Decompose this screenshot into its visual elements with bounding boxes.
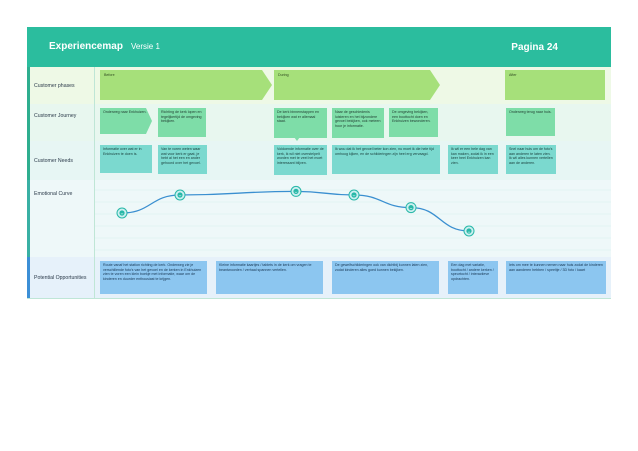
emotion-point-sad-icon [463,225,475,237]
need-card: Ik wou dat ik het gevoel beter kon zien,… [332,145,440,174]
map-title: Experiencemap [49,41,123,52]
phase-after: After [505,70,605,100]
page-number: Pagina 24 [511,42,558,53]
lane-label-opportunities: Potential Opportunities [27,257,95,298]
phase-during: During [274,70,440,100]
version-label: Versie 1 [131,42,160,51]
need-card: Informatie over wat er in Enkhuizen te d… [100,145,152,173]
need-card: Voldoende informatie over de kerk, ik wi… [274,145,327,175]
emotion-point-neutral-icon [405,202,417,214]
lane-label-journey: Customer Journey [27,104,95,141]
lane-label-phases: Customer phases [27,67,95,104]
journey-pointer [294,137,300,141]
emotion-point-happy-icon [348,189,360,201]
emotion-point-neutral-icon [116,207,128,219]
need-card: Van te voren weten waar wat voor kerk er… [158,145,207,174]
journey-step: De kerk binnenstappen en bekijken wat er… [274,108,327,138]
lane-label-needs: Customer Needs [27,141,95,180]
emotion-point-happy-icon [290,185,302,197]
journey-step: Onderweg terug naar huis. [506,108,555,136]
phase-before: Before [100,70,272,100]
journey-step: Onderweg naar Enkhuizen. [100,108,152,134]
lane-customer-journey: Customer Journey Onderweg naar Enkhuizen… [27,104,611,142]
experience-map: Experiencemap Versie 1 Pagina 24 Custome… [27,27,611,299]
header-bar: Experiencemap Versie 1 Pagina 24 [27,27,611,67]
opportunity-card: Kleine informatie kaartjes / tablets in … [216,261,323,294]
journey-step: De omgeving bekijken, een boottocht doen… [389,108,438,137]
lane-customer-needs: Customer Needs Informatie over wat er in… [27,141,611,181]
lane-customer-phases: Customer phases Before During After [27,67,611,105]
lane-label-curve: Emotional Curve [27,180,95,257]
emotional-curve-chart [95,185,611,251]
opportunity-card: Iets om mee te kunnen nemen naar huis zo… [506,261,606,294]
journey-step: Richting de kerk lopen en tegelijkertijd… [158,108,206,137]
opportunity-card: Route vanaf het station richting de kerk… [100,261,207,294]
need-card: Snel naar huis om de foto's aan anderen … [506,145,556,174]
emotion-point-happy-icon [174,189,186,201]
emotion-line [121,190,470,232]
opportunity-card: De gewelfschilderingen ook van dichtbij … [332,261,439,294]
opportunity-card: Een dag met variatie, boottocht / andere… [448,261,498,294]
need-card: Ik wil er een hele dag van kan maken, zo… [448,145,498,174]
journey-step: Naar de geschiedenis luisteren en het bi… [332,108,384,138]
lane-potential-opportunities: Potential Opportunities Route vanaf het … [27,257,611,299]
